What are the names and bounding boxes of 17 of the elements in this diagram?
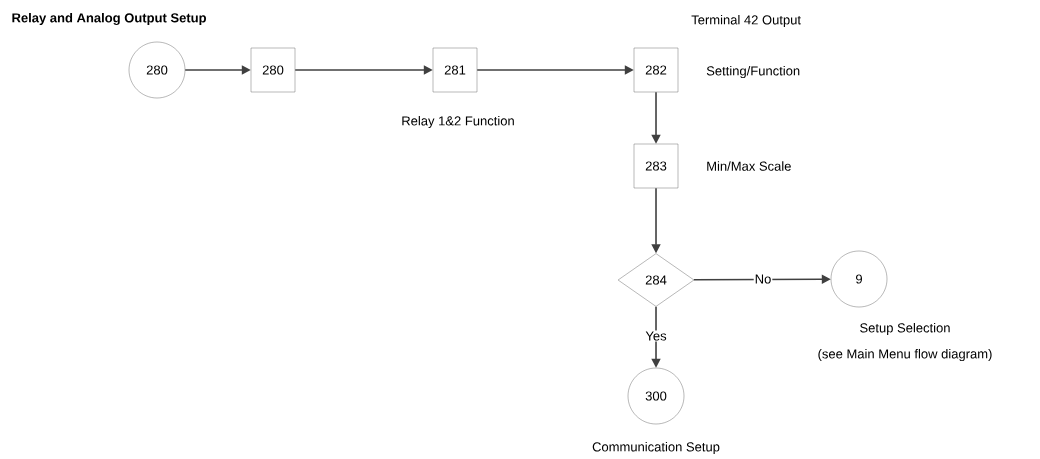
node-caption: Setting/Function — [706, 65, 800, 79]
node-caption: Communication Setup — [592, 441, 720, 455]
process-box: 282 — [633, 47, 679, 93]
node-caption: Relay 1&2 Function — [402, 115, 514, 129]
circle-node: 300 — [627, 367, 685, 425]
edge-label: No — [753, 273, 773, 285]
circle-node: 9 — [830, 250, 888, 308]
process-box: 283 — [633, 143, 679, 189]
edge-label: Yes — [644, 330, 668, 342]
node-caption: (see Main Menu flow diagram) — [818, 348, 992, 362]
node-caption: Setup Selection — [860, 322, 950, 336]
circle-node: 280 — [128, 41, 186, 99]
node-caption: Min/Max Scale — [707, 161, 791, 171]
process-box: 280 — [250, 47, 296, 93]
node-caption: Terminal 42 Output — [691, 14, 801, 28]
title: Relay and Analog Output Setup — [12, 12, 206, 26]
process-box: 281 — [432, 47, 478, 93]
